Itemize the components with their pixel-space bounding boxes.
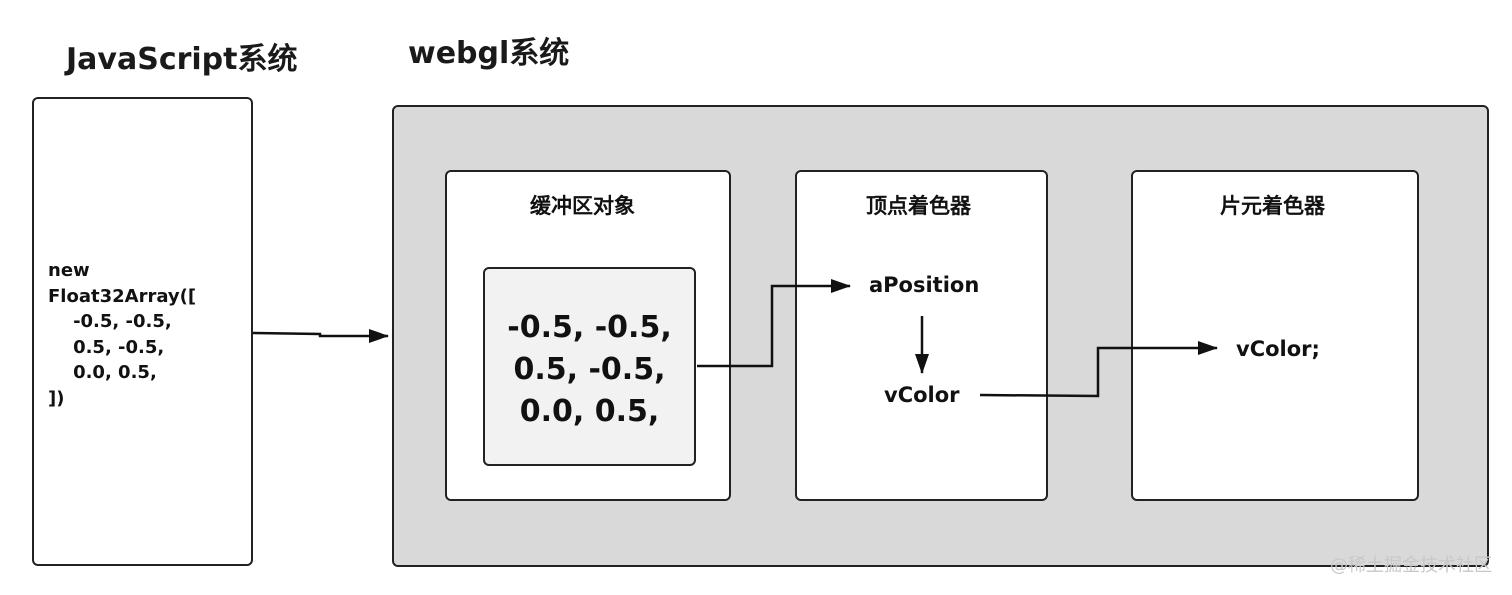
javascript-system-title: JavaScript系统 bbox=[66, 42, 298, 77]
webgl-system-title: webgl系统 bbox=[408, 36, 570, 71]
arrow-buffer-to-aposition bbox=[697, 279, 851, 368]
vcolor-fragment-label: vColor; bbox=[1236, 337, 1320, 361]
buffer-object-title: 缓冲区对象 bbox=[530, 194, 635, 218]
float32array-code: new Float32Array([ -0.5, -0.5, 0.5, -0.5… bbox=[48, 260, 197, 409]
vcolor-vertex-label: vColor bbox=[884, 383, 960, 407]
watermark-text: @稀土掘金技术社区 bbox=[1330, 555, 1492, 576]
buffer-data-values: -0.5, -0.5, 0.5, -0.5, 0.0, 0.5, bbox=[507, 310, 672, 429]
aposition-label: aPosition bbox=[869, 273, 980, 297]
buffer-data-box bbox=[483, 267, 696, 466]
vertex-shader-title: 顶点着色器 bbox=[866, 194, 971, 218]
fragment-shader-title: 片元着色器 bbox=[1220, 194, 1325, 218]
javascript-system-box bbox=[32, 97, 253, 566]
fragment-shader-box bbox=[1131, 170, 1419, 501]
arrow-js-to-webgl bbox=[252, 329, 389, 343]
arrow-vcolor-to-fragment bbox=[979, 341, 1218, 398]
